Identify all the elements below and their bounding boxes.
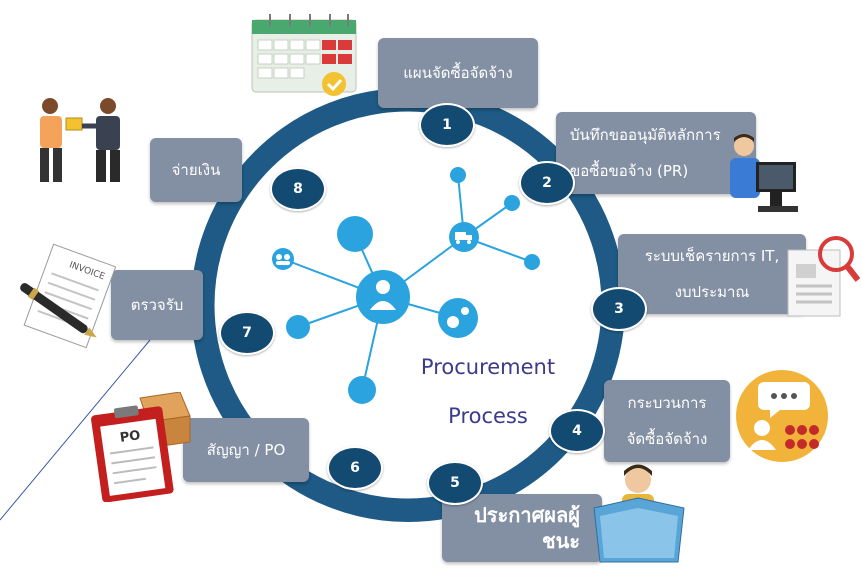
hub-node bbox=[348, 376, 376, 404]
hub-node-team bbox=[272, 248, 294, 270]
center-title-line1: Procurement bbox=[420, 355, 556, 379]
announcement-folder-icon bbox=[593, 464, 685, 563]
step-7-label: ตรวจรับ bbox=[130, 296, 184, 314]
step-8-label: จ่ายเงิน bbox=[171, 161, 221, 179]
step-5-box: ประกาศผลผู้ ชนะ bbox=[442, 494, 602, 562]
step-7-box: ตรวจรับ bbox=[111, 270, 203, 340]
step-1-badge: 1 bbox=[419, 103, 475, 147]
step-1-box: แผนจัดซื้อจัดจ้าง bbox=[378, 38, 538, 108]
step-3-label-line1: ระบบเช็ครายการ IT, bbox=[644, 247, 780, 265]
hub-node bbox=[524, 254, 540, 270]
step-5-badge: 5 bbox=[427, 461, 483, 505]
step-8-badge: 8 bbox=[270, 167, 326, 211]
hub-node bbox=[504, 195, 520, 211]
center-title-line2: Process bbox=[448, 404, 528, 428]
hub-node bbox=[337, 216, 373, 252]
step-2-label-line2: ขอซื้อขอจ้าง (PR) bbox=[570, 162, 689, 180]
step-4-badge: 4 bbox=[549, 409, 605, 453]
document-search-icon bbox=[787, 236, 860, 317]
step-4-box: กระบวนการ จัดซื้อจัดจ้าง bbox=[604, 380, 730, 462]
computer-user-icon bbox=[730, 134, 798, 212]
step-7-badge: 7 bbox=[219, 311, 275, 355]
step-5-label-line1: ประกาศผลผู้ bbox=[474, 503, 580, 527]
step-4-label-line2: จัดซื้อจัดจ้าง bbox=[626, 430, 708, 448]
step-6-label: สัญญา / PO bbox=[206, 441, 286, 459]
invoice-icon: INVOICE bbox=[20, 243, 116, 349]
hub-node-user bbox=[356, 270, 410, 324]
svg-text:PO: PO bbox=[119, 428, 141, 446]
payment-people-icon bbox=[40, 98, 120, 182]
step-3-label-line2: งบประมาณ bbox=[674, 283, 750, 301]
step-5-label-line2: ชนะ bbox=[542, 529, 580, 553]
hub-node bbox=[286, 315, 310, 339]
step-3-badge: 3 bbox=[591, 287, 647, 331]
meeting-icon bbox=[736, 370, 828, 462]
hub-node-gears bbox=[438, 298, 478, 338]
hub-node bbox=[450, 167, 466, 183]
step-4-label-line1: กระบวนการ bbox=[627, 394, 707, 412]
step-8-box: จ่ายเงิน bbox=[150, 138, 242, 202]
step-6-badge: 6 bbox=[327, 446, 383, 490]
step-3-box: ระบบเช็ครายการ IT, งบประมาณ bbox=[618, 234, 806, 314]
step-1-label: แผนจัดซื้อจัดจ้าง bbox=[403, 64, 513, 82]
step-6-box: สัญญา / PO bbox=[183, 418, 309, 482]
step-2-box: บันทึกขออนุมัติหลักการ ขอซื้อขอจ้าง (PR) bbox=[556, 112, 756, 194]
step-2-badge: 2 bbox=[519, 161, 575, 205]
purchase-order-icon: PO bbox=[91, 392, 191, 502]
step-2-label-line1: บันทึกขออนุมัติหลักการ bbox=[570, 126, 721, 144]
calendar-icon bbox=[251, 14, 357, 96]
